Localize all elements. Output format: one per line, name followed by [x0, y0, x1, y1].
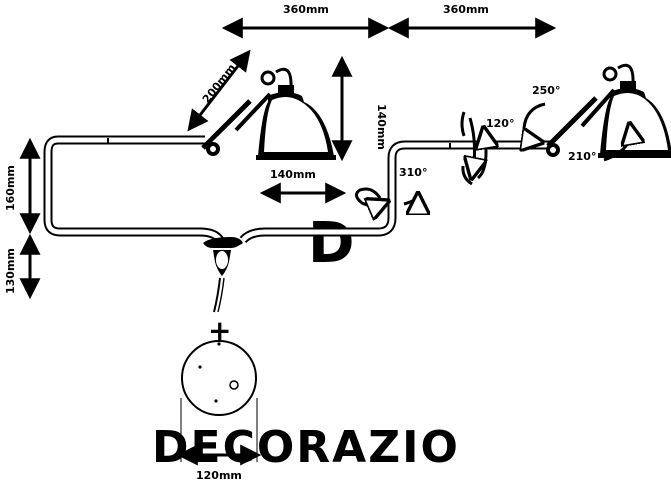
angle-250: 250° — [532, 84, 560, 97]
dim-shade-height: 140mm — [375, 104, 388, 150]
angle-120: 120° — [486, 117, 514, 130]
rotation-indicators — [355, 102, 630, 205]
dim-upper-height: 160mm — [4, 165, 17, 211]
lamp-tube — [43, 135, 550, 244]
wall-bracket — [203, 237, 243, 313]
base-plate — [181, 340, 257, 416]
dim-arm-length: 200mm — [200, 62, 238, 106]
plus-sign: + — [208, 314, 231, 347]
dim-shade-width: 140mm — [270, 168, 316, 181]
watermark-text: DECORAZIO — [152, 422, 460, 473]
base-extension-lines — [180, 398, 258, 462]
dim-lower-height: 130mm — [4, 248, 17, 294]
dim-base-width: 120mm — [196, 469, 242, 482]
dim-top-left: 360mm — [283, 3, 329, 16]
dimension-lines — [19, 17, 557, 466]
right-lamp — [546, 63, 671, 158]
angle-210: 210° — [568, 150, 596, 163]
angle-310: 310° — [399, 166, 427, 179]
watermark-logo: D — [308, 211, 354, 276]
dim-top-right: 360mm — [443, 3, 489, 16]
